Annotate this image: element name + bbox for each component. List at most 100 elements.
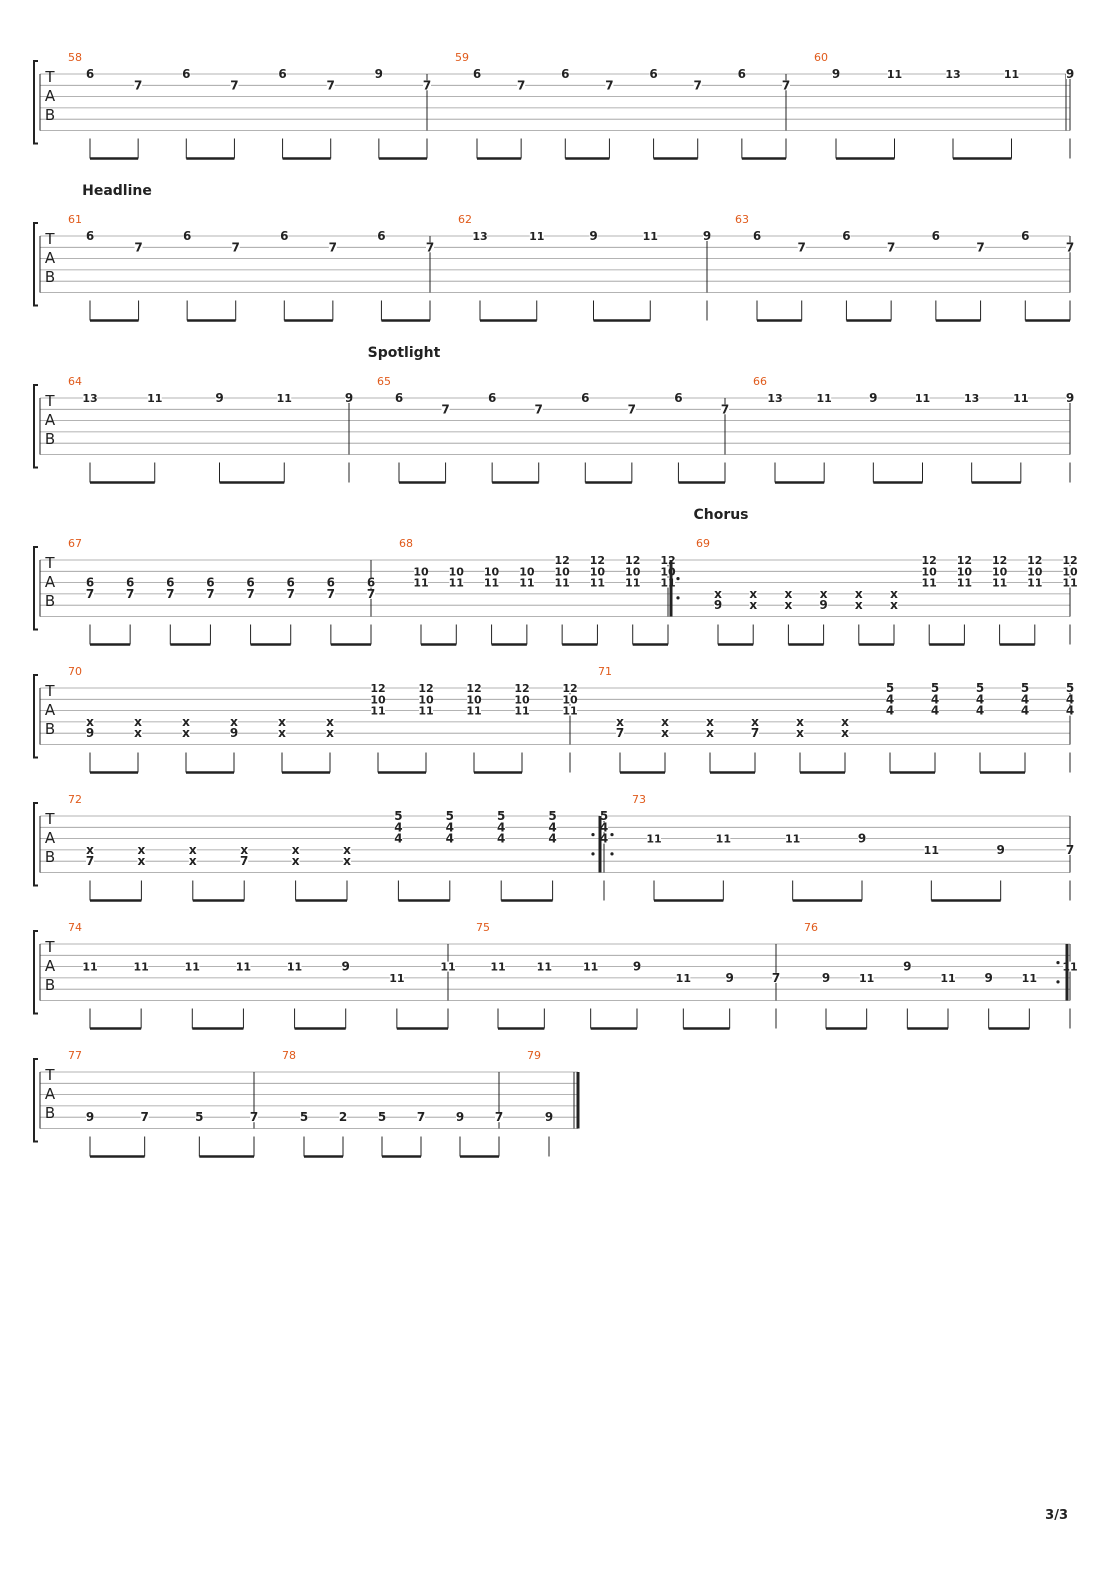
fret-bg [854,588,863,599]
fret-number: 7 [751,726,759,740]
fret-number: x [785,587,793,601]
fret-number: 4 [446,820,454,834]
fret-number: 11 [817,392,832,405]
fret-bg [1066,393,1074,403]
fret-bg [984,972,993,983]
fret-number: 7 [240,854,248,868]
fret-number: x [749,587,757,601]
fret-number: 6 [473,67,481,81]
fret-bg [328,242,337,253]
fret-number: 7 [134,78,142,92]
fret-number: x [343,854,351,868]
fret-bg [277,393,292,403]
fret-bg [529,231,544,241]
fret-number: 4 [394,820,402,834]
fret-number: 9 [230,726,238,740]
fret-number: 11 [484,577,499,590]
fret-number: 10 [370,693,386,706]
fret-number: 9 [822,971,830,985]
fret-number: 11 [133,961,148,974]
fret-number: 7 [329,240,337,254]
fret-bg [796,716,804,727]
fret-bg [1066,683,1074,693]
fret-number: 6 [674,391,682,405]
fret-bg [661,566,675,577]
fret-number: 12 [418,682,433,695]
fret-bg [703,231,711,241]
fret-bg [1066,694,1074,705]
fret-number: 7 [976,240,984,254]
fret-bg [246,588,255,599]
measure-number: 67 [68,537,82,550]
fret-bg [842,231,851,241]
fret-bg [625,555,640,565]
fret-bg [1027,555,1042,565]
fret-bg [555,577,570,588]
fret-number: x [706,715,714,729]
fret-number: 11 [185,961,200,974]
fret-bg [134,961,149,972]
fret-number: 7 [782,78,790,92]
fret-number: 7 [423,78,431,92]
fret-bg [647,833,661,844]
fret-number: 6 [126,576,134,590]
fret-bg [1022,972,1037,983]
fret-bg [661,577,675,588]
tab-clef-letter: A [45,87,56,105]
fret-number: 12 [625,554,640,567]
fret-number: 6 [86,576,94,590]
fret-bg [693,80,702,91]
fret-number: 10 [625,565,641,578]
measure-number: 62 [458,213,472,226]
fret-number: 11 [922,577,937,590]
fret-bg [195,1112,204,1123]
fret-number: 6 [183,229,191,243]
fret-number: 6 [182,67,190,81]
fret-bg [886,694,894,705]
fret-number: 11 [915,392,930,405]
tab-clef-letter: A [45,249,56,267]
fret-number: 7 [134,240,142,254]
fret-number: 10 [519,565,535,578]
tab-clef-letter: A [45,1085,56,1103]
fret-bg [515,705,529,716]
fret-number: 11 [992,577,1007,590]
fret-bg [869,393,878,403]
fret-bg [182,716,190,727]
fret-number: 6 [206,576,214,590]
fret-bg [625,566,640,577]
fret-bg [339,1112,347,1123]
fret-bg [716,833,731,844]
fret-number: 5 [394,809,402,823]
fret-bg [484,566,499,577]
fret-number: 9 [996,843,1004,857]
fret-number: 9 [903,960,911,974]
fret-bg [555,566,570,577]
fret-number: 11 [625,577,640,590]
fret-bg [674,393,683,403]
fret-number: 7 [517,78,525,92]
fret-bg [590,566,605,577]
fret-bg [563,705,577,716]
fret-number: 7 [206,587,214,601]
fret-bg [389,972,404,983]
tab-clef-letter: B [45,720,55,738]
fret-number: 11 [554,577,569,590]
fret-number: 11 [590,577,605,590]
tab-clef-letter: T [44,682,55,700]
fret-bg [441,961,455,972]
fret-number: 9 [215,391,223,405]
fret-number: 12 [370,682,385,695]
fret-bg [605,80,614,91]
fret-number: 5 [378,1110,386,1124]
fret-bg [230,80,239,91]
fret-bg [278,716,286,727]
fret-bg [817,393,832,403]
fret-bg [394,811,403,821]
fret-number: 4 [548,832,556,846]
fret-bg [590,577,605,588]
fret-bg [600,811,608,821]
fret-number: 9 [456,1110,464,1124]
measure-number: 71 [598,665,612,678]
